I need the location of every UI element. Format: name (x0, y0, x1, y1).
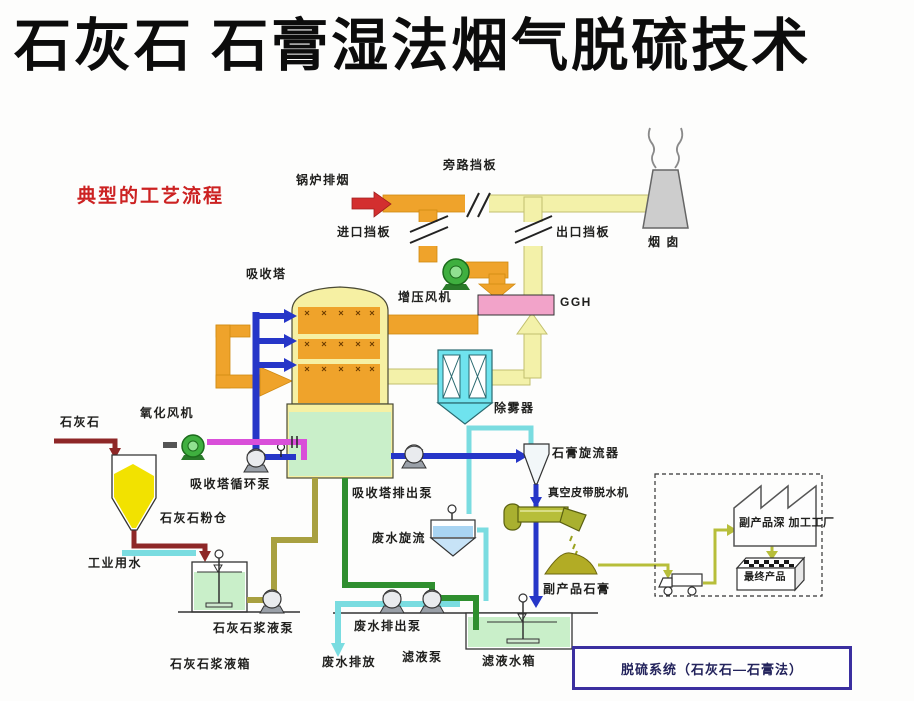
limestone-feed-arrow (109, 448, 121, 459)
label-wastewater-cyclone: 废水旋流 (372, 531, 427, 545)
wastewater-discharge-pump (379, 589, 405, 614)
spray-circulation-pipes (252, 309, 297, 460)
wastewater-discharge-pipe (331, 425, 534, 657)
chimney (642, 127, 689, 229)
label-circulation-pump: 吸收塔循环泵 (190, 477, 272, 491)
caption-box: 脱硫系统（石灰石—石膏法） (572, 646, 852, 690)
gypsum-pile (544, 552, 598, 575)
circulation-pump (243, 448, 269, 473)
system-caption: 脱硫系统（石灰石—石膏法） (620, 661, 803, 677)
label-byproduct-factory: 副产品深 加工工厂 (739, 517, 835, 529)
label-limestone: 石灰石 (60, 415, 101, 429)
limestone-silo (111, 454, 157, 531)
oxidation-fan (163, 434, 205, 460)
oxidation-air-pipe (207, 436, 307, 460)
absorber-inlet-duct (215, 324, 293, 397)
spray-nozzles (304, 310, 375, 372)
label-absorber: 吸收塔 (246, 267, 287, 281)
transport-lines (598, 528, 774, 585)
label-byproduct-gypsum: 副产品石膏 (543, 582, 611, 596)
boiler-exhaust-arrow (351, 191, 392, 218)
factory (733, 484, 817, 547)
label-limestone-silo: 石灰石粉仓 (160, 511, 228, 525)
chimney-smoke (674, 127, 684, 169)
label-bypass-damper: 旁路挡板 (443, 158, 498, 172)
label-demister: 除雾器 (494, 401, 535, 415)
label-limestone-slurry-tank: 石灰石浆液箱 (170, 657, 252, 671)
truck-arrow (663, 570, 673, 579)
limestone-slurry-pump (259, 589, 285, 614)
diagram-heading: 典型的工艺流程 (77, 186, 225, 207)
label-booster-fan: 增压风机 (398, 290, 453, 304)
label-gypsum-cyclone: 石膏旋流器 (552, 446, 620, 460)
label-industrial-water: 工业用水 (88, 556, 143, 570)
factory-arrow (727, 524, 737, 536)
label-chimney: 烟 囱 (648, 235, 680, 249)
label-filtrate-tank: 滤液水箱 (482, 654, 537, 668)
chimney-smoke (647, 127, 657, 169)
vacuum-belt-dewaterer (503, 503, 587, 557)
label-wastewater-discharge: 废水排放 (322, 655, 377, 669)
demister (436, 349, 494, 425)
product-arrow (766, 551, 778, 560)
label-boiler-exhaust: 锅炉排烟 (296, 173, 351, 187)
absorber-discharge-pump (401, 444, 427, 469)
label-oxidation-fan: 氧化风机 (140, 406, 195, 420)
label-absorber-discharge-pump: 吸收塔排出泵 (352, 486, 434, 500)
ggh-heat-exchanger (477, 294, 555, 316)
page-title: 石灰石 石膏湿法烟气脱硫技术 (14, 15, 812, 78)
slurry-feed-arrow (199, 551, 211, 562)
label-vacuum-belt: 真空皮带脱水机 (548, 487, 629, 499)
absorber-tower (286, 286, 394, 479)
label-wastewater-pump: 废水排出泵 (354, 619, 422, 633)
bypass-damper (465, 192, 491, 218)
gypsum-cyclone (523, 443, 550, 485)
filtrate-pump (419, 589, 445, 614)
limestone-feed-pipe (54, 438, 208, 553)
inlet-damper (409, 215, 449, 246)
label-inlet-damper: 进口挡板 (337, 225, 392, 239)
label-outlet-damper: 出口挡板 (556, 225, 611, 239)
filtrate-tank (465, 593, 573, 650)
truck (658, 573, 703, 596)
label-final-product: 最终产品 (744, 572, 786, 583)
label-limestone-slurry-pump: 石灰石浆液泵 (213, 621, 295, 635)
label-ggh: GGH (560, 295, 592, 309)
byproduct-dashed-box (654, 473, 823, 597)
limestone-slurry-pipe (247, 478, 318, 603)
final-product-block (735, 556, 806, 592)
label-filtrate-pump: 滤液泵 (402, 650, 443, 664)
limestone-slurry-tank (178, 549, 300, 613)
outlet-damper (514, 215, 553, 246)
wastewater-cyclone (429, 504, 477, 557)
booster-fan (442, 258, 470, 290)
